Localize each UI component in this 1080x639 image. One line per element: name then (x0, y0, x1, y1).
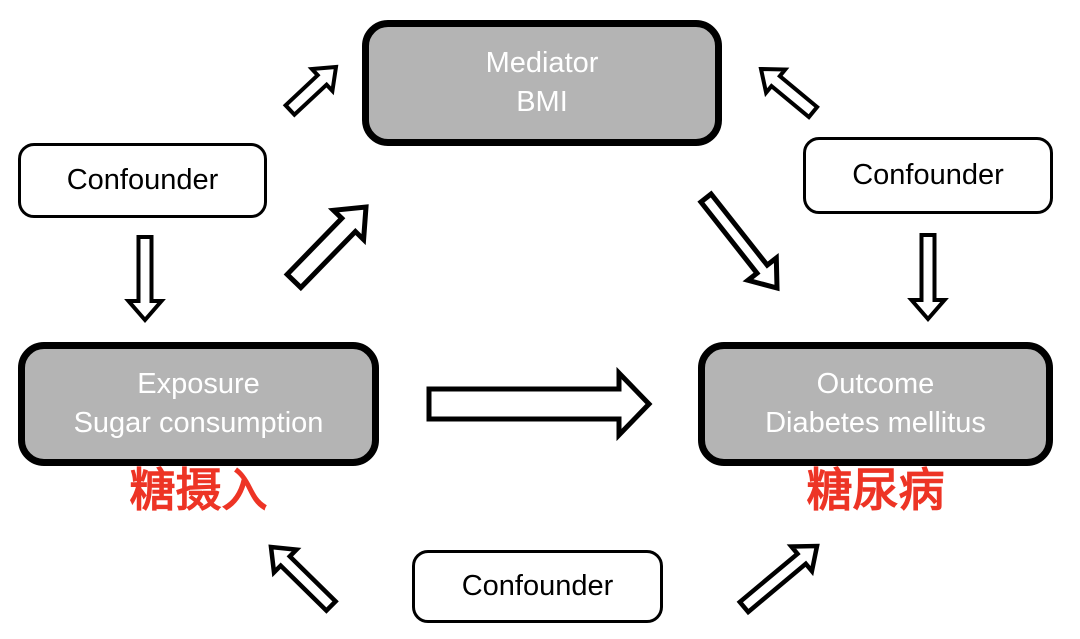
node-mediator-role: Mediator (485, 47, 599, 79)
arrow-confounder_left-to-mediator (282, 64, 339, 118)
arrow-confounder_bottom-to-exposure (268, 544, 339, 614)
node-confounder-right: Confounder (803, 137, 1053, 214)
outcome-chinese-annotation: 糖尿病 (806, 464, 945, 516)
node-mediator: Mediator BMI (362, 20, 722, 146)
arrow-confounder_left-to-exposure (124, 235, 166, 324)
node-outcome-role: Outcome (816, 368, 935, 400)
node-mediator-name: BMI (516, 86, 568, 118)
node-outcome-name: Diabetes mellitus (765, 407, 986, 439)
confounder-bottom-label: Confounder (461, 570, 614, 602)
node-confounder-left: Confounder (18, 143, 267, 218)
node-exposure-role: Exposure (137, 368, 260, 400)
arrow-mediator-to-outcome (697, 190, 780, 292)
arrow-confounder_bottom-to-outcome (736, 543, 820, 616)
confounder-right-label: Confounder (852, 159, 1004, 191)
arrow-exposure-to-mediator (283, 204, 369, 292)
arrow-confounder_right-to-outcome (907, 233, 949, 323)
node-outcome: Outcome Diabetes mellitus (698, 342, 1053, 466)
arrow-confounder_right-to-mediator (758, 66, 820, 120)
node-exposure: Exposure Sugar consumption (18, 342, 379, 466)
node-exposure-name: Sugar consumption (73, 407, 324, 439)
arrow-exposure-to-outcome (426, 366, 653, 442)
node-confounder-bottom: Confounder (412, 550, 663, 623)
confounder-left-label: Confounder (66, 164, 219, 196)
exposure-chinese-annotation: 糖摄入 (129, 464, 268, 516)
